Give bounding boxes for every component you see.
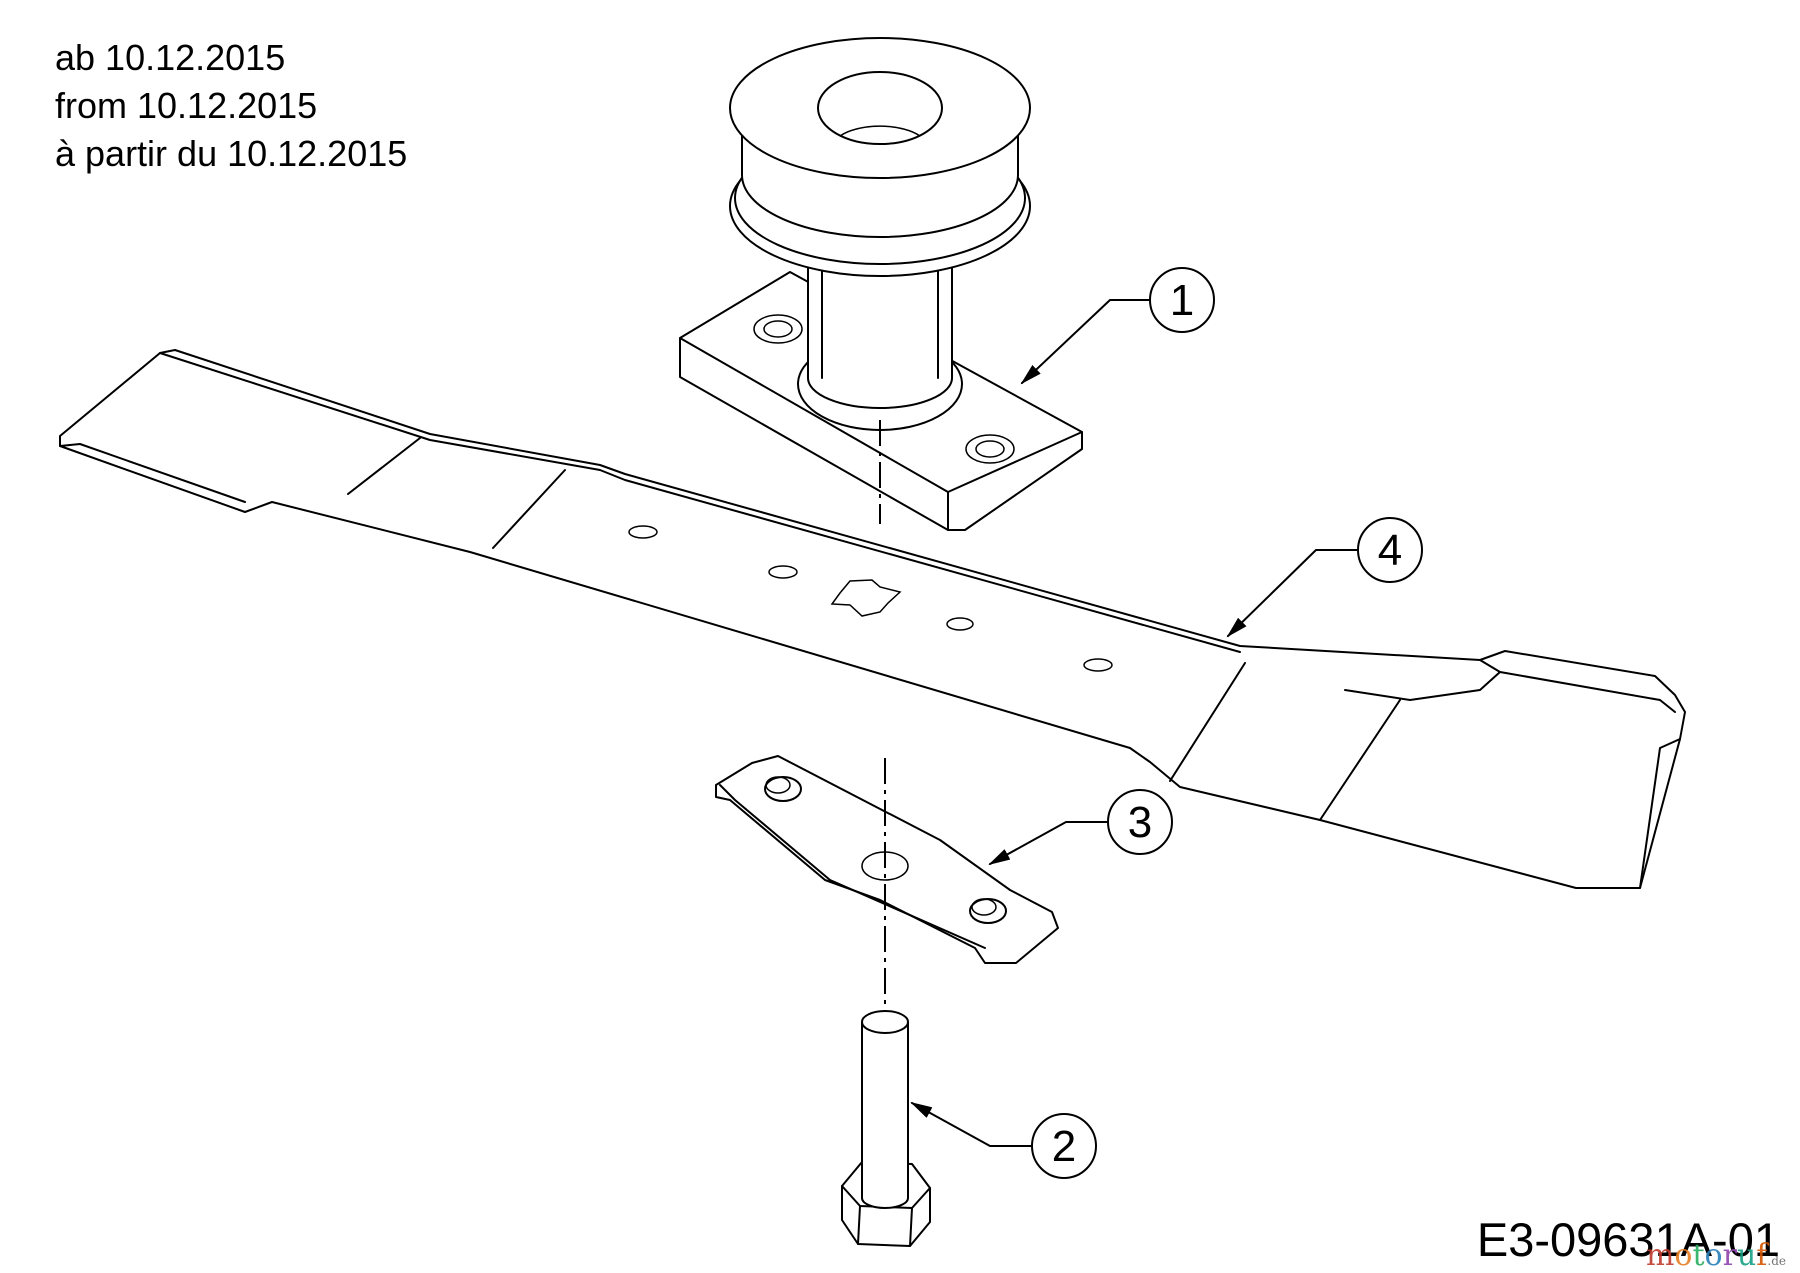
callout-number-1: 1 bbox=[1170, 276, 1194, 325]
callout-number-2: 2 bbox=[1052, 1122, 1076, 1171]
drawing-code: E3-09631A-01 bbox=[1476, 1213, 1780, 1266]
callout-number-3: 3 bbox=[1128, 798, 1152, 847]
blade-adapter bbox=[715, 755, 1059, 964]
callout-1: 1 bbox=[1020, 267, 1215, 385]
validity-note-en: from 10.12.2015 bbox=[55, 85, 318, 126]
validity-note-fr: à partir du 10.12.2015 bbox=[55, 133, 408, 174]
callout-2: 2 bbox=[910, 1102, 1097, 1179]
pulley-spindle-housing bbox=[679, 37, 1083, 531]
watermark-tld: .de bbox=[1767, 1254, 1786, 1268]
callout-number-4: 4 bbox=[1378, 526, 1402, 575]
validity-note-de: ab 10.12.2015 bbox=[55, 37, 286, 78]
mower-blade bbox=[59, 349, 1686, 889]
callout-3: 3 bbox=[988, 789, 1173, 865]
callout-4: 4 bbox=[1226, 517, 1423, 638]
watermark-text: motoruf bbox=[1645, 1238, 1768, 1273]
hex-bolt bbox=[841, 1010, 931, 1247]
watermark-logo: motoruf.de bbox=[1646, 1238, 1786, 1273]
